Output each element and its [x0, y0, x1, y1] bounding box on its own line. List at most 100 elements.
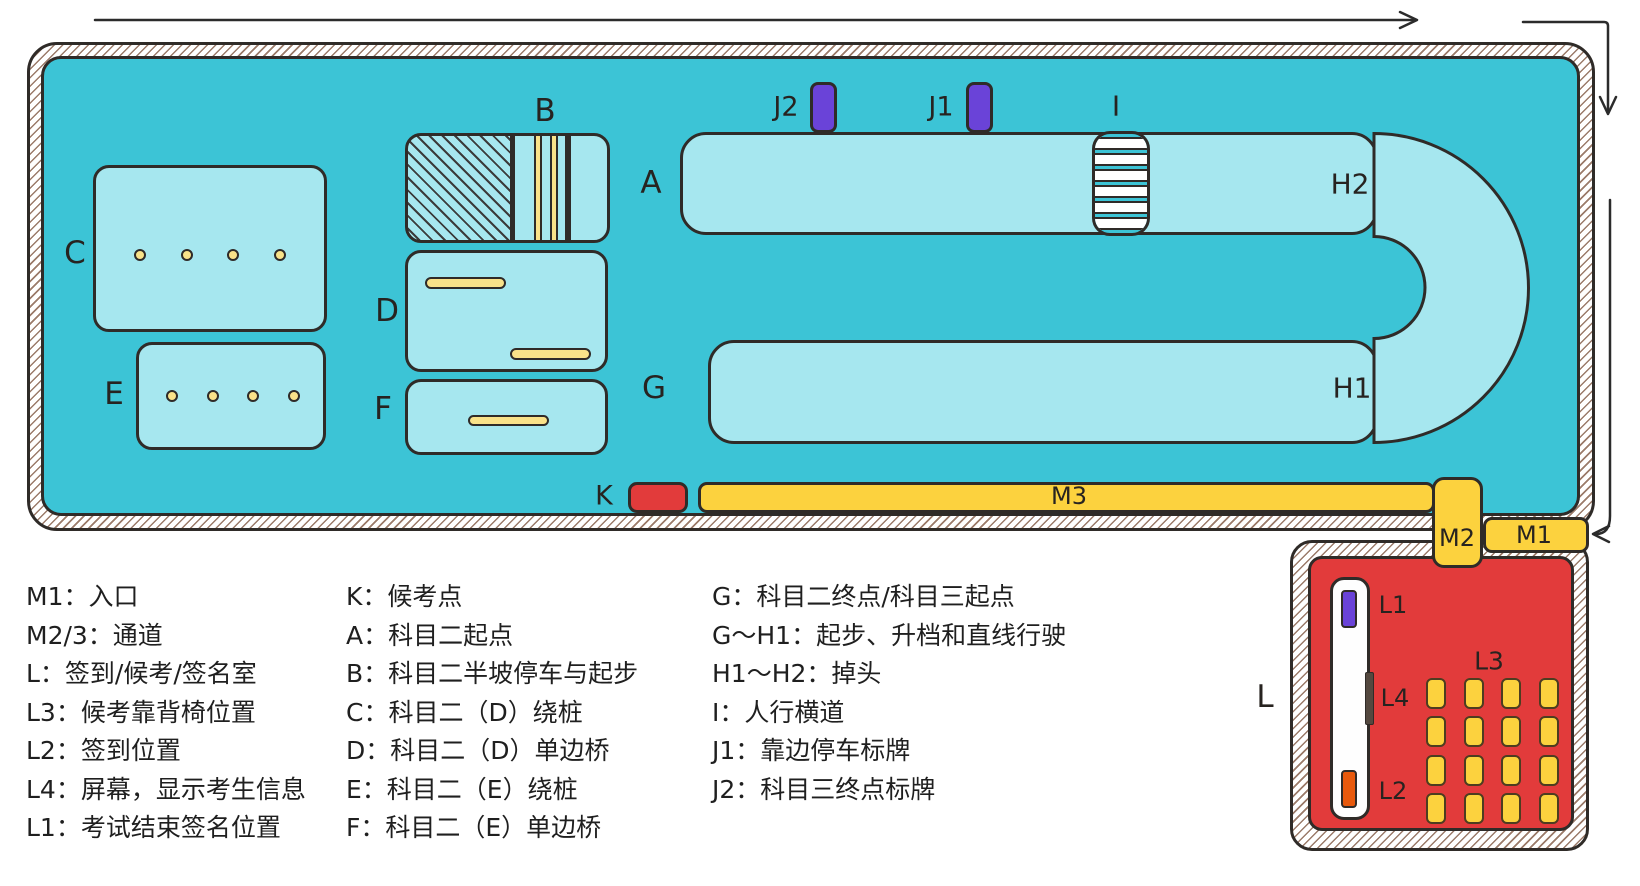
label-m2: M2 — [1439, 524, 1475, 552]
legend-item: I：人行横道 — [712, 697, 845, 727]
legend-item: M1：入口 — [26, 582, 139, 611]
label-g: G — [641, 370, 667, 406]
crosswalk-stripe-icon — [1095, 217, 1147, 230]
legend-column-2: K：候考点 A：科目二起点 B：科目二半坡停车与起步 C：科目二（D）绕桩 D：… — [346, 578, 638, 848]
bridge-plank-icon — [510, 348, 591, 360]
label-h1: H1 — [1332, 371, 1372, 405]
label-f: F — [374, 391, 392, 427]
legend-item: G～H1：起步、升档和直线行驶 — [712, 620, 1067, 650]
area-f-plank-bridge — [405, 379, 608, 455]
label-e: E — [104, 376, 124, 412]
entrance-m1 — [1483, 517, 1589, 553]
arrow-right-top-icon — [93, 10, 1419, 30]
hill-line-icon — [534, 136, 542, 240]
l3-waiting-chairs — [1426, 678, 1559, 824]
arrow-down-into-entrance-icon — [1591, 198, 1612, 544]
label-l2: L2 — [1378, 777, 1408, 805]
legend-item: F：科目二（E）单边桥 — [346, 813, 602, 842]
area-d-plank-bridge — [405, 250, 608, 372]
chair-icon — [1463, 716, 1484, 748]
label-i: I — [1111, 89, 1121, 123]
pole-icon — [227, 249, 240, 261]
legend-item: M2/3：通道 — [26, 620, 163, 650]
pole-icon — [180, 249, 193, 261]
hill-line-icon — [565, 136, 571, 240]
legend-item: E：科目二（E）绕桩 — [346, 774, 578, 804]
chair-icon — [1501, 716, 1522, 748]
crosswalk-stripe-icon — [1095, 169, 1147, 182]
corridor-m3 — [698, 482, 1435, 513]
crosswalk-stripe-icon — [1095, 153, 1147, 166]
label-l1: L1 — [1378, 591, 1408, 619]
label-c: C — [64, 235, 86, 271]
label-j1: J1 — [928, 91, 954, 123]
legend-item: L1：考试结束签名位置 — [26, 813, 281, 842]
legend-item: J2：科目三终点标牌 — [712, 774, 936, 804]
legend-column-1: M1：入口 M2/3：通道 L：签到/候考/签名室 L3：候考靠背椅位置 L2：… — [26, 578, 306, 848]
area-b-ramp-hatched — [405, 133, 513, 243]
legend-item: J1：靠边停车标牌 — [712, 736, 911, 765]
sign-j2-post — [810, 82, 837, 133]
lane-g-h1 — [708, 340, 1378, 444]
pole-icon — [247, 390, 260, 402]
pole-icon — [206, 390, 219, 402]
chair-icon — [1538, 792, 1559, 824]
chair-icon — [1463, 678, 1484, 709]
chair-icon — [1426, 716, 1446, 748]
label-h2: H2 — [1330, 167, 1370, 201]
chair-icon — [1538, 754, 1559, 786]
chair-icon — [1538, 716, 1559, 748]
legend-item: B：科目二半坡停车与起步 — [346, 659, 639, 688]
label-d: D — [375, 293, 399, 329]
legend-column-3: G：科目二终点/科目三起点 G～H1：起步、升档和直线行驶 H1～H2：掉头 I… — [712, 578, 1066, 809]
pole-icon — [273, 249, 286, 261]
slalom-poles-c — [134, 249, 286, 261]
label-b: B — [534, 93, 556, 129]
pole-icon — [166, 390, 178, 402]
area-c-slalom — [93, 165, 327, 332]
chair-icon — [1501, 754, 1522, 786]
bridge-plank-icon — [425, 277, 506, 289]
legend-item: G：科目二终点/科目三起点 — [712, 582, 1015, 611]
area-b-hill-stripes — [512, 133, 610, 243]
label-a: A — [640, 165, 662, 201]
label-j2: J2 — [773, 91, 799, 123]
waiting-point-k — [628, 482, 688, 513]
l4-info-screen — [1365, 672, 1374, 725]
legend-item: L：签到/候考/签名室 — [26, 659, 257, 688]
legend-item: A：科目二起点 — [346, 620, 514, 650]
label-l4: L4 — [1380, 684, 1410, 712]
crosswalk — [1092, 131, 1150, 236]
l1-final-sign-spot — [1341, 590, 1357, 628]
chair-icon — [1463, 792, 1484, 824]
l2-signin-spot — [1341, 770, 1357, 808]
chair-icon — [1538, 678, 1559, 709]
pole-icon — [287, 390, 300, 402]
legend-item: L3：候考靠背椅位置 — [26, 697, 256, 727]
slalom-poles-e — [166, 390, 300, 402]
label-l: L — [1256, 679, 1274, 715]
area-e-slalom — [136, 342, 326, 450]
legend-item: L4：屏幕，显示考生信息 — [26, 774, 306, 804]
crosswalk-stripe-icon — [1095, 201, 1147, 214]
bridge-plank-icon — [468, 415, 549, 426]
legend-item: D：科目二（D）单边桥 — [346, 736, 610, 765]
chair-icon — [1426, 754, 1446, 786]
legend-item: K：候考点 — [346, 582, 463, 611]
crosswalk-stripe-icon — [1095, 185, 1147, 198]
label-m3: M3 — [1051, 482, 1087, 510]
crosswalk-stripe-icon — [1095, 137, 1147, 150]
chair-icon — [1501, 792, 1522, 824]
corridor-m2 — [1432, 477, 1483, 568]
sign-j1-post — [966, 82, 993, 133]
lane-a-h2 — [680, 132, 1378, 235]
hill-line-icon — [550, 136, 558, 240]
chair-icon — [1426, 792, 1446, 824]
chair-icon — [1501, 678, 1522, 709]
label-l3: L3 — [1474, 646, 1504, 676]
chair-icon — [1463, 754, 1484, 786]
legend-item: L2：签到位置 — [26, 736, 181, 765]
label-m1: M1 — [1516, 521, 1552, 549]
pole-icon — [134, 249, 146, 261]
